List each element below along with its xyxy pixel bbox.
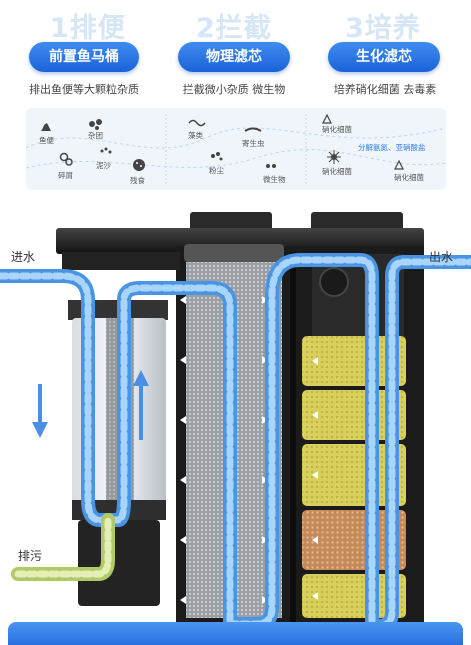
label-microbe: 微生物 xyxy=(263,175,286,184)
label-parasite: 寄生虫 xyxy=(242,139,265,148)
parasite-icon xyxy=(244,127,262,132)
debris-icon xyxy=(59,152,73,166)
label-algae: 藻类 xyxy=(188,131,203,140)
stage-3-title: 生化滤芯 xyxy=(328,42,440,72)
residue-icon xyxy=(133,159,145,171)
label-nitrify-flag: 硝化细菌 xyxy=(322,125,352,134)
stage-1-desc: 排出鱼便等大颗粒杂质 xyxy=(29,83,139,96)
microbe-icon xyxy=(266,164,276,168)
water-in-label: 进水 xyxy=(11,250,36,264)
nitrify-flag-icon-2 xyxy=(394,160,404,170)
stage-3-number: 3培养 xyxy=(345,13,421,44)
stage-1-title: 前置鱼马桶 xyxy=(29,42,139,72)
stage-2-desc: 拦截微小杂质 微生物 xyxy=(182,83,286,96)
bio-filter-media xyxy=(302,254,406,618)
label-nitrify-bacteria: 硝化细菌 xyxy=(322,167,352,176)
label-dust: 粉尘 xyxy=(209,166,224,175)
stage-1-number: 1排便 xyxy=(50,13,126,44)
stage-2-title: 物理滤芯 xyxy=(178,42,290,72)
label-clumps: 杂团 xyxy=(88,131,103,140)
nitrify-bacteria-icon xyxy=(327,150,341,164)
water-out-label: 出水 xyxy=(429,250,454,264)
mud-icon xyxy=(100,147,112,154)
label-mud: 泥沙 xyxy=(96,161,111,170)
label-nitrify-flag-2: 硝化细菌 xyxy=(394,173,424,182)
label-fish-poop: 鱼便 xyxy=(39,136,54,145)
filtration-info-panel: 鱼便 杂团 碎屑 泥沙 残食 藻类 寄生虫 粉尘 微生物 硝化细菌 分解氨氮、亚… xyxy=(26,108,446,190)
drain-tube xyxy=(11,513,115,581)
flow-lines xyxy=(26,114,446,184)
label-residue: 残食 xyxy=(130,176,145,185)
dust-icon xyxy=(211,152,223,161)
drain-label: 排污 xyxy=(18,549,43,563)
label-decompose: 分解氨氮、亚硝酸盐 xyxy=(358,143,426,152)
nitrify-flag-icon xyxy=(322,114,332,124)
bottom-bar xyxy=(8,622,463,645)
fish-poop-icon xyxy=(41,123,51,131)
direction-arrows xyxy=(32,370,149,440)
stage-2-number: 2拦截 xyxy=(196,13,272,44)
label-debris: 碎屑 xyxy=(58,171,73,180)
algae-icon xyxy=(188,119,206,127)
stage-3-desc: 培养硝化细菌 去毒素 xyxy=(333,83,437,96)
clumps-icon xyxy=(89,119,102,130)
